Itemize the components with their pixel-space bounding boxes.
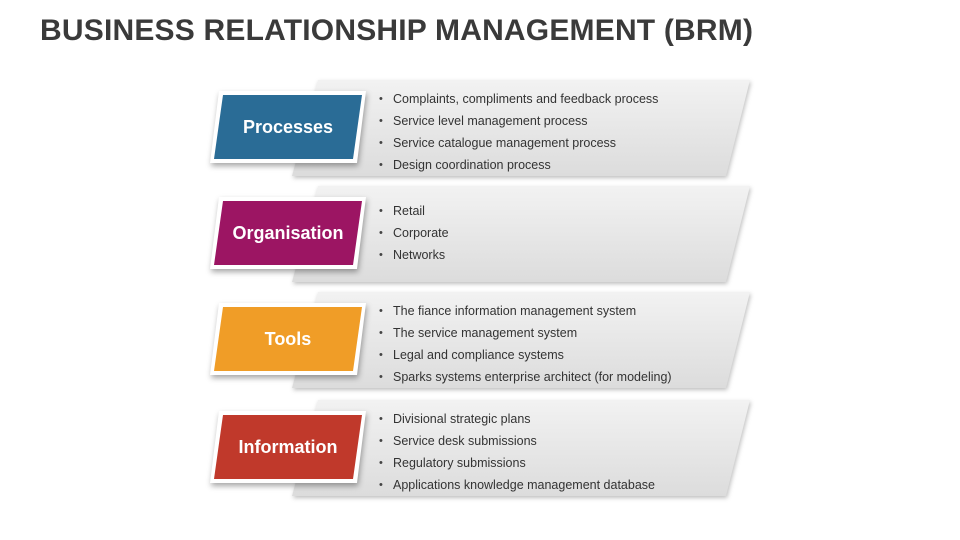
list-item: Complaints, compliments and feedback pro…: [378, 88, 658, 110]
panel-shadow: [292, 186, 750, 282]
bullet-list: Retail Corporate Networks: [378, 200, 449, 266]
section-label-text: Tools: [264, 328, 312, 349]
list-item: Service desk submissions: [378, 430, 655, 452]
section-information: Information Divisional strategic plans S…: [0, 400, 960, 500]
section-label-text: Information: [238, 436, 338, 457]
section-panel: [292, 186, 750, 282]
section-label-box: Organisation: [210, 197, 366, 269]
section-label: Organisation: [214, 201, 362, 265]
list-item: Sparks systems enterprise architect (for…: [378, 366, 672, 388]
list-item: Divisional strategic plans: [378, 408, 655, 430]
list-item: Service catalogue management process: [378, 132, 658, 154]
section-label: Processes: [214, 95, 362, 159]
list-item: Service level management process: [378, 110, 658, 132]
list-item: Design coordination process: [378, 154, 658, 176]
list-item: Retail: [378, 200, 449, 222]
section-label: Information: [214, 415, 362, 479]
section-label-box: Information: [210, 411, 366, 483]
section-label: Tools: [214, 307, 362, 371]
list-item: Legal and compliance systems: [378, 344, 672, 366]
bullet-list: Divisional strategic plans Service desk …: [378, 408, 655, 496]
list-item: Corporate: [378, 222, 449, 244]
section-label-text: Organisation: [232, 222, 344, 243]
section-processes: Processes Complaints, compliments and fe…: [0, 80, 960, 180]
list-item: Applications knowledge management databa…: [378, 474, 655, 496]
list-item: Networks: [378, 244, 449, 266]
list-item: The fiance information management system: [378, 300, 672, 322]
section-label-box: Processes: [210, 91, 366, 163]
section-label-box: Tools: [210, 303, 366, 375]
page-title: BUSINESS RELATIONSHIP MANAGEMENT (BRM): [40, 14, 754, 47]
list-item: Regulatory submissions: [378, 452, 655, 474]
bullet-list: The fiance information management system…: [378, 300, 672, 388]
section-organisation: Organisation Retail Corporate Networks: [0, 186, 960, 286]
section-label-text: Processes: [242, 116, 334, 137]
section-tools: Tools The fiance information management …: [0, 292, 960, 392]
bullet-list: Complaints, compliments and feedback pro…: [378, 88, 658, 176]
list-item: The service management system: [378, 322, 672, 344]
